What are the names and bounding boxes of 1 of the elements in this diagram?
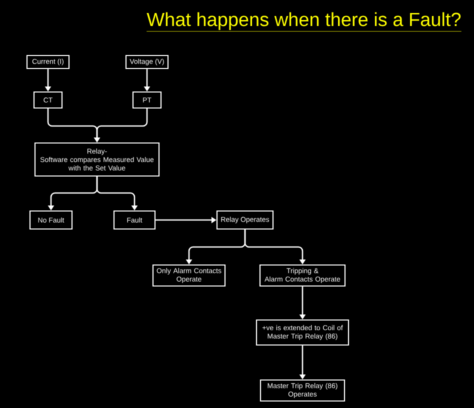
title: What happens when there is a Fault?	[146, 12, 462, 32]
